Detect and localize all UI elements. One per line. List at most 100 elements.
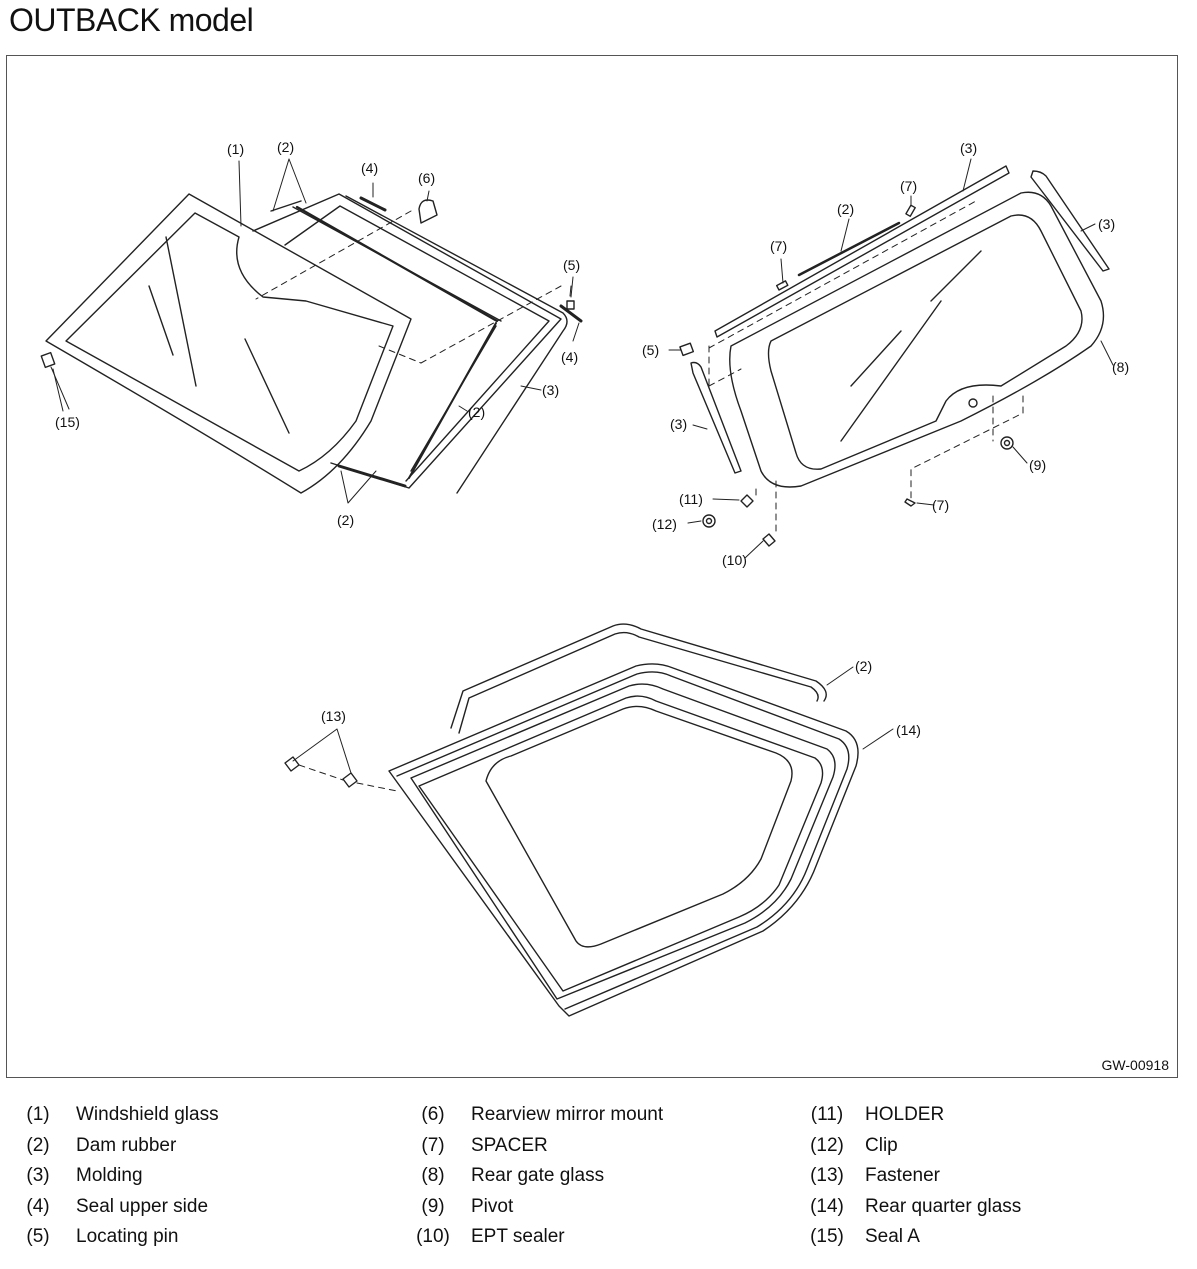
rear-gate-ept-sealer (762, 533, 776, 547)
legend-item: (11) HOLDER (803, 1104, 1183, 1135)
callout-8: (8) (1112, 359, 1129, 375)
legend-label: Rear quarter glass (865, 1195, 1022, 1217)
parts-diagram: (1) (2) (4) (6) (5) (4) (3) (2) (2) (15)… (40, 139, 1129, 1017)
rear-gate-dashed-guides (708, 200, 1024, 537)
callout-3a: (3) (542, 382, 559, 398)
seal-a (40, 351, 70, 410)
callout-2b: (2) (468, 404, 485, 420)
windshield-molding (345, 195, 568, 494)
legend-column-2: (6) Rearview mirror mount (7) SPACER (8) Re… (409, 1104, 789, 1257)
legend-item: (4) Seal upper side (14, 1196, 394, 1227)
callout-13: (13) (321, 708, 346, 724)
legend-item: (15) Seal A (803, 1226, 1183, 1257)
legend-number: (12) (810, 1134, 844, 1156)
legend-number: (10) (416, 1226, 450, 1248)
legend-label: Rearview mirror mount (471, 1104, 664, 1125)
callout-5a: (5) (563, 257, 580, 273)
callout-7a: (7) (900, 178, 917, 194)
callout-14: (14) (896, 722, 921, 738)
callout-2c: (2) (337, 512, 354, 528)
callout-2e: (2) (855, 658, 872, 674)
legend-number: (13) (810, 1165, 844, 1187)
legend-number: (5) (26, 1226, 50, 1248)
figure-code: GW-00918 (1101, 1057, 1169, 1073)
rear-quarter-dam-rubber (450, 623, 827, 734)
rear-gate-holder (740, 494, 754, 508)
callout-3c: (3) (1098, 216, 1115, 232)
callout-7c: (7) (932, 497, 949, 513)
windshield-glass (45, 193, 412, 494)
callout-6: (6) (418, 170, 435, 186)
legend-label: SPACER (471, 1134, 548, 1156)
rear-quarter-dashed-guides (298, 764, 398, 792)
legend-label: Fastener (865, 1165, 940, 1187)
legend-item: (7) SPACER (409, 1135, 789, 1166)
callout-labels: (1) (2) (4) (6) (5) (4) (3) (2) (2) (15)… (55, 139, 1129, 738)
legend-item: (3) Molding (14, 1165, 394, 1196)
legend-item: (12) Clip (803, 1135, 1183, 1166)
legend-item: (10) EPT sealer (409, 1226, 789, 1257)
legend-number: (4) (26, 1195, 50, 1217)
legend-item: (5) Locating pin (14, 1226, 394, 1257)
legend-number: (15) (810, 1226, 844, 1248)
legend-number: (9) (421, 1195, 445, 1217)
legend-number: (1) (26, 1104, 50, 1125)
legend-item: (13) Fastener (803, 1165, 1183, 1196)
legend-label: Seal A (865, 1226, 920, 1248)
rear-gate-side-molding (690, 170, 1110, 474)
rear-gate-locating-pin (679, 342, 695, 357)
legend-label: Pivot (471, 1195, 514, 1217)
rear-gate-pivot (1000, 436, 1014, 450)
legend-label: Seal upper side (76, 1195, 209, 1217)
legend-label: Locating pin (76, 1226, 179, 1248)
legend-number: (6) (421, 1104, 445, 1125)
legend-label: Rear gate glass (471, 1165, 605, 1187)
callout-2a: (2) (277, 139, 294, 155)
callout-1: (1) (227, 141, 244, 157)
legend-column-3: (11) HOLDER (12) Clip (13) Fastener (14) Rea… (803, 1104, 1183, 1257)
legend-number: (3) (26, 1165, 50, 1187)
legend-number: (14) (810, 1195, 844, 1217)
rear-gate-leaders (668, 158, 1114, 559)
seal-upper-side (359, 196, 583, 323)
callout-3d: (3) (670, 416, 687, 432)
callout-5b: (5) (642, 342, 659, 358)
legend-label: Clip (865, 1134, 898, 1156)
callout-12: (12) (652, 516, 677, 532)
callout-15: (15) (55, 414, 80, 430)
rear-quarter-leaders (292, 666, 894, 774)
legend-item: (9) Pivot (409, 1196, 789, 1227)
locating-pin (566, 285, 575, 310)
legend-number: (7) (421, 1134, 445, 1156)
legend-label: Molding (76, 1165, 143, 1187)
windshield-dam-frame (252, 193, 562, 489)
callout-2d: (2) (837, 201, 854, 217)
windshield-leaders (52, 158, 580, 504)
legend-item: (1) Windshield glass (14, 1104, 394, 1135)
legend-item: (14) Rear quarter glass (803, 1196, 1183, 1227)
rear-gate-clip (702, 514, 716, 528)
legend-label: Dam rubber (76, 1134, 177, 1156)
page-title: OUTBACK model (9, 2, 254, 38)
legend-item: (2)Dam rubber (14, 1135, 394, 1166)
rear-gate-seal-strip (714, 165, 1010, 338)
rearview-mirror-mount (418, 199, 438, 224)
legend-label: EPT sealer (471, 1226, 565, 1248)
windshield-dashed-guides (255, 210, 562, 364)
legend-label: Windshield glass (76, 1104, 219, 1125)
callout-11: (11) (679, 491, 703, 507)
callout-7b: (7) (770, 238, 787, 254)
rear-quarter-glass (388, 663, 859, 1017)
diagram-frame: (1) (2) (4) (6) (5) (4) (3) (2) (2) (15)… (6, 55, 1178, 1078)
callout-3b: (3) (960, 140, 977, 156)
callout-9: (9) (1029, 457, 1046, 473)
legend-item: (8) Rear gate glass (409, 1165, 789, 1196)
legend-item: (6) Rearview mirror mount (409, 1104, 789, 1135)
legend-number: (8) (421, 1165, 445, 1187)
legend-label: HOLDER (865, 1104, 945, 1125)
rear-gate-spacers (775, 204, 916, 507)
legend-number: (11) (810, 1104, 844, 1125)
callout-10: (10) (722, 552, 747, 568)
callout-4a: (4) (361, 160, 378, 176)
callout-4b: (4) (561, 349, 578, 365)
